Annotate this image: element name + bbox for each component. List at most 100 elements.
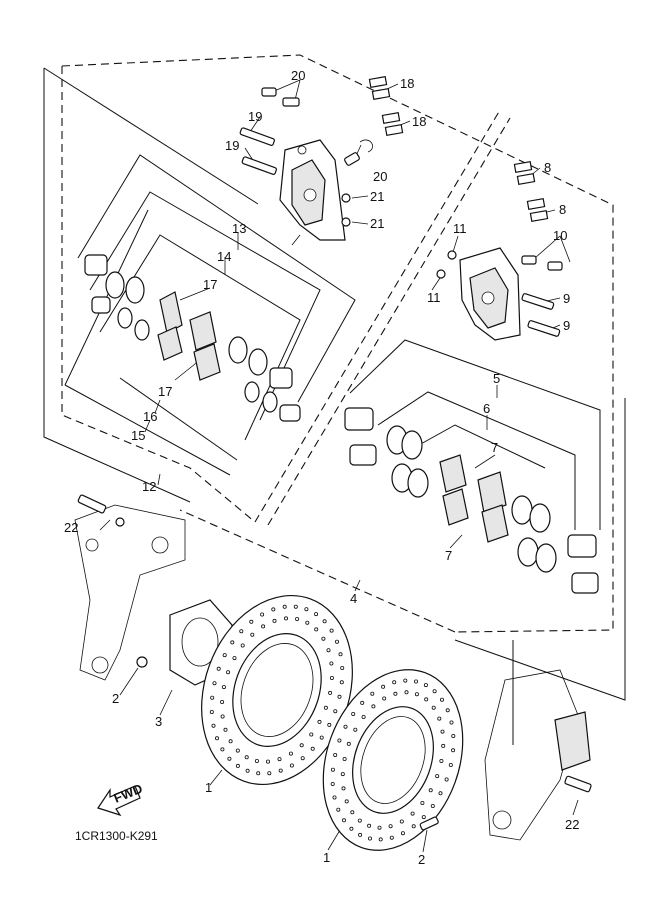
warning-labels-8 (513, 160, 549, 223)
disc-hole (322, 619, 327, 624)
right-bleed-set-10 (521, 255, 563, 271)
disc-hole (342, 757, 347, 762)
disc-hole (228, 739, 233, 744)
callout-12: 12 (142, 479, 156, 494)
right-fork (484, 669, 591, 841)
callout-21: 21 (370, 216, 384, 231)
callout-1: 1 (323, 850, 330, 865)
callout-21: 21 (370, 189, 384, 204)
disc-hole (399, 819, 404, 824)
disc-hole (353, 727, 358, 732)
disc-hole (305, 620, 310, 625)
disc-hole (249, 619, 254, 624)
disc-hole (350, 810, 355, 815)
callout-20: 20 (291, 68, 305, 83)
disc-hole (337, 738, 342, 743)
disc-hole (295, 617, 300, 622)
disc-hole (330, 782, 335, 787)
left-fork (74, 504, 186, 681)
callout-9: 9 (563, 291, 570, 306)
callout-22: 22 (565, 817, 579, 832)
callout-9: 9 (563, 318, 570, 333)
disc-hole (451, 748, 456, 753)
disc-bolt-2 (419, 816, 439, 831)
callout-8: 8 (559, 202, 566, 217)
disc-hole (326, 648, 331, 653)
disc-hole (216, 666, 221, 671)
disc-hole (400, 831, 405, 836)
disc-hole (414, 692, 419, 697)
callout-14: 14 (217, 249, 231, 264)
callout-17: 17 (158, 384, 172, 399)
callout-8: 8 (544, 160, 551, 175)
disc-hole (358, 832, 363, 837)
callout-19: 19 (225, 138, 239, 153)
disc-hole (230, 640, 235, 645)
disc-hole (277, 757, 282, 762)
disc-hole (309, 732, 314, 737)
callout-2: 2 (418, 852, 425, 867)
disc-hole (210, 695, 215, 700)
disc-hole (328, 690, 333, 695)
callout-18: 18 (400, 76, 414, 91)
callout-10: 10 (553, 228, 567, 243)
right-brake-pads (439, 454, 509, 543)
disc-hole (209, 710, 214, 715)
disc-hole (344, 799, 349, 804)
disc-hole (339, 680, 344, 685)
right-piston-kit (344, 407, 599, 594)
disc-hole (336, 807, 341, 812)
disc-hole (340, 772, 345, 777)
disc-hole (271, 607, 276, 612)
axle-bolt-22-right (564, 775, 592, 793)
disc-hole (410, 811, 415, 816)
callout-11: 11 (453, 221, 467, 236)
caliper-bolts-19 (239, 127, 277, 175)
disc-hole (327, 722, 332, 727)
disc-hole (235, 763, 240, 768)
disc-hole (254, 759, 259, 764)
disc-hole (245, 768, 250, 773)
washers-11 (436, 250, 457, 279)
disc-hole (435, 774, 440, 779)
diagram-code: 1CR1300-K291 (75, 829, 158, 843)
disc-hole (388, 824, 393, 829)
disc-hole (333, 753, 338, 758)
callout-15: 15 (131, 428, 145, 443)
bleed-valve-set (261, 87, 373, 166)
disc-hole (377, 825, 382, 830)
disc-hole (423, 683, 428, 688)
disc-hole (261, 624, 266, 629)
disc-hole (330, 767, 335, 772)
disc-hole (357, 818, 362, 823)
disc-hole (411, 824, 416, 829)
disc-hole (367, 836, 372, 841)
callout-11: 11 (427, 290, 441, 305)
disc-hole (239, 629, 244, 634)
disc-hole (337, 694, 342, 699)
disc-hole (212, 681, 217, 686)
callout-22: 22 (64, 520, 78, 535)
fwd-arrow-icon: FWD (97, 781, 145, 817)
disc-hole (367, 823, 372, 828)
disc-hole (444, 777, 449, 782)
disc-hole (424, 697, 429, 702)
disc-hole (431, 705, 436, 710)
disc-hole (260, 612, 265, 617)
disc-hole (441, 743, 446, 748)
warning-labels-18 (368, 75, 404, 137)
disc-hole (220, 700, 225, 705)
disc-hole (300, 756, 305, 761)
disc-hole (361, 715, 366, 720)
disc-hole (329, 676, 334, 681)
disc-hole (221, 685, 226, 690)
callout-19: 19 (248, 109, 262, 124)
callout-2: 2 (112, 691, 119, 706)
disc-hole (317, 719, 322, 724)
disc-hole (293, 604, 298, 609)
callout-5: 5 (493, 371, 500, 386)
disc-hole (343, 724, 348, 729)
disc-hole (314, 627, 319, 632)
disc-hole (282, 604, 287, 609)
disc-hole (440, 729, 445, 734)
